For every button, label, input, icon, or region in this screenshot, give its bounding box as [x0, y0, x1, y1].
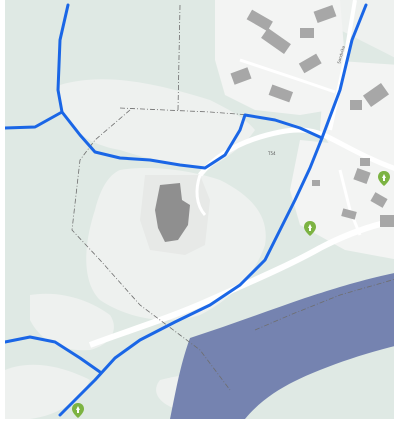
marker-3[interactable]	[72, 403, 84, 418]
road-label: T54	[267, 151, 276, 156]
road	[195, 174, 207, 217]
terrain-patch	[330, 0, 399, 60]
road	[338, 169, 362, 236]
frame-right	[394, 0, 399, 423]
marker-2[interactable]	[304, 221, 316, 236]
road	[88, 217, 399, 348]
tree-pin-icon	[382, 174, 386, 181]
terrain-patch	[30, 293, 114, 351]
tree-pin-icon	[308, 224, 312, 231]
street-label: Sandvika	[336, 45, 346, 64]
tree-pin-icon	[76, 406, 80, 413]
marker-1[interactable]	[378, 171, 390, 186]
buildings	[155, 4, 394, 242]
urban-area	[290, 140, 399, 260]
frame-bottom	[0, 419, 399, 423]
river	[170, 272, 399, 419]
route-lines	[3, 3, 368, 417]
terrain-patch	[5, 364, 90, 419]
road	[239, 58, 336, 94]
frame-left	[0, 0, 5, 423]
terrain-patch	[60, 79, 255, 170]
